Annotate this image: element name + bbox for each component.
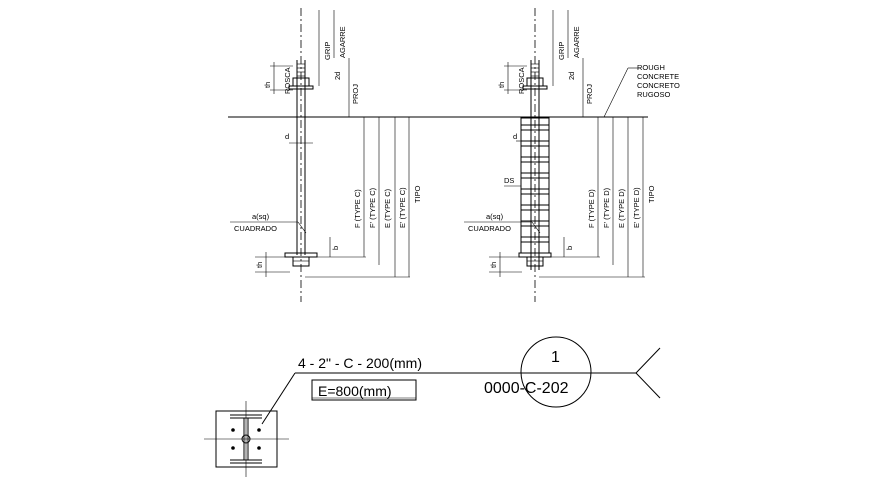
right-e-label: E (TYPE D) <box>617 188 626 228</box>
left-agarre-label: AGARRE <box>338 26 347 58</box>
callout-embed-text: E=800(mm) <box>318 383 392 399</box>
callout-circle <box>520 336 592 408</box>
right-cuadrado-label: CUADRADO <box>468 224 511 233</box>
right-rosca-label: ROSCA <box>517 67 526 94</box>
right-f-label: F (TYPE D) <box>587 189 596 228</box>
rough-concrete-line4: RUGOSO <box>637 90 671 99</box>
left-e-prime-label: E' (TYPE C) <box>398 187 407 228</box>
left-e-label: E (TYPE C) <box>383 188 392 228</box>
anchor-callout: 4 - 2" - C - 200(mm) E=800(mm) 1 0000-C-… <box>261 336 661 425</box>
right-th-top-label: th <box>497 82 506 88</box>
rough-concrete-line3: CONCRETO <box>637 81 680 90</box>
left-f-label: F (TYPE C) <box>353 189 362 228</box>
left-th-top-label: th <box>263 82 272 88</box>
embed-box <box>311 379 417 401</box>
right-ds-label: DS <box>504 176 514 185</box>
callout-number-text: 1 <box>551 349 560 366</box>
rough-concrete-line2: CONCRETE <box>637 72 679 81</box>
right-grip-label: GRIP <box>557 42 566 60</box>
left-rosca-label: ROSCA <box>283 67 292 94</box>
rough-concrete-line1: ROUGH <box>637 63 665 72</box>
left-th-bottom-label: th <box>255 262 264 268</box>
right-d-label: d <box>513 132 517 141</box>
left-f-prime-label: F' (TYPE C) <box>368 187 377 228</box>
left-grip-label: GRIP <box>323 42 332 60</box>
right-proj-label: PROJ <box>585 84 594 104</box>
right-bolt-type-d: GRIP AGARRE ROSCA th 2d PROJ d DS a(sq) … <box>464 8 680 302</box>
callout-code-text: 0000-C-202 <box>484 380 569 397</box>
left-b-label: b <box>331 246 340 250</box>
right-agarre-label: AGARRE <box>572 26 581 58</box>
left-a-sq-label: a(sq) <box>252 212 270 221</box>
right-th-bottom-label: th <box>489 262 498 268</box>
callout-spec-text: 4 - 2" - C - 200(mm) <box>298 355 422 371</box>
left-bolt-type-c: GRIP AGARRE ROSCA th 2d PROJ d a(sq) CUA… <box>230 8 422 302</box>
left-proj-label: PROJ <box>351 84 360 104</box>
left-tipo-label: TIPO <box>413 185 422 203</box>
left-2d-label: 2d <box>333 72 342 80</box>
right-f-prime-label: F' (TYPE D) <box>602 187 611 228</box>
right-2d-label: 2d <box>567 72 576 80</box>
right-a-sq-label: a(sq) <box>486 212 504 221</box>
right-e-prime-label: E' (TYPE D) <box>632 187 641 228</box>
right-tipo-label: TIPO <box>647 185 656 203</box>
left-cuadrado-label: CUADRADO <box>234 224 277 233</box>
right-b-label: b <box>565 246 574 250</box>
left-d-label: d <box>285 132 289 141</box>
anchor-plan-view <box>204 401 289 477</box>
